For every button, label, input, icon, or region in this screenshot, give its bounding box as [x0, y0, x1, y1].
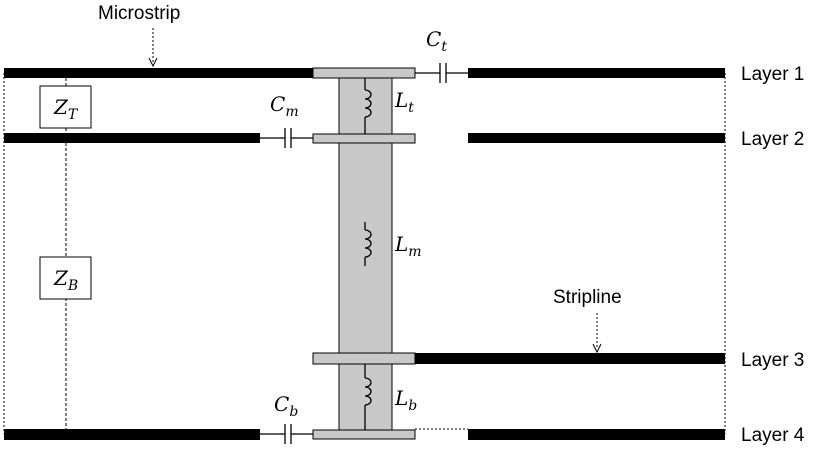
cb-label: Cb	[274, 392, 298, 420]
layer4-via-pad	[312, 429, 416, 440]
layer3-label: Layer 3	[741, 350, 804, 371]
stripline-arrowhead	[592, 343, 602, 354]
cm-label: Cm	[270, 92, 299, 120]
layer4-right-trace	[468, 429, 725, 440]
zb-box	[39, 256, 92, 300]
layer2-label: Layer 2	[741, 129, 804, 150]
layer2-via-pad	[312, 133, 416, 144]
layer4-left-trace	[4, 429, 260, 440]
stripline-label: Stripline	[553, 287, 622, 308]
inductor-lb	[364, 364, 372, 430]
layer1-via-pad	[312, 67, 416, 79]
inductor-lt	[364, 78, 372, 134]
layer3-stripline-trace	[415, 353, 725, 364]
microstrip-label: Microstrip	[98, 3, 180, 24]
layer2-right-trace	[468, 133, 725, 143]
lm-label: Lm	[394, 232, 422, 260]
inductor-lm	[364, 222, 372, 266]
ct-label: Ct	[426, 27, 447, 55]
zt-box	[39, 85, 92, 129]
layer1-right-trace	[468, 68, 725, 78]
lt-label: Lt	[394, 88, 414, 116]
layer1-label: Layer 1	[741, 64, 804, 85]
capacitor-cm	[260, 128, 313, 148]
layer4-label: Layer 4	[741, 425, 805, 446]
microstrip-arrowhead	[148, 57, 158, 68]
lb-label: Lb	[394, 386, 417, 414]
zb-label: ZB	[53, 266, 78, 294]
capacitor-ct	[415, 63, 468, 83]
layer2-left-trace	[4, 133, 260, 143]
capacitor-cb	[260, 424, 313, 444]
layer1-microstrip-trace	[4, 68, 313, 78]
zt-label: ZT	[53, 95, 79, 123]
layer3-via-pad	[312, 352, 416, 365]
